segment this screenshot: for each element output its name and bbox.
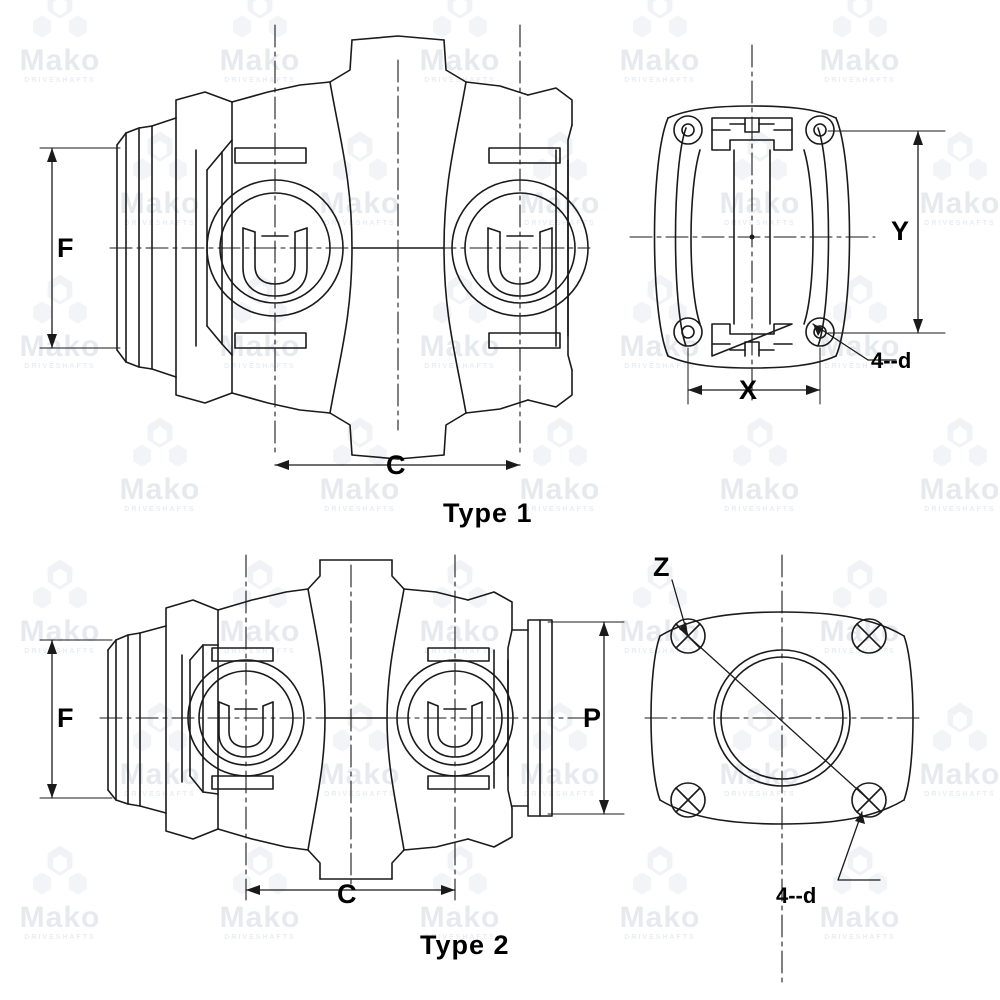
- callout-label-holes-type2: 4--d: [776, 883, 817, 908]
- type2-dim-F: [39, 639, 113, 799]
- dim-label-F-type2: F: [57, 703, 74, 733]
- type2-dim-P: [547, 621, 625, 815]
- caption-type-2: Type 2: [420, 930, 510, 960]
- dim-label-X: X: [739, 375, 758, 405]
- callout-label-holes-type1: 4--d: [871, 348, 912, 373]
- dim-label-F-type1: F: [57, 233, 74, 263]
- type1-side-geometry: [109, 24, 591, 460]
- type1-dim-F: [39, 147, 121, 349]
- type1-end-geometry: [629, 44, 876, 401]
- type1-dim-X: [687, 347, 821, 405]
- type2-side-geometry: [99, 554, 601, 901]
- dim-label-C-type1: C: [386, 450, 406, 480]
- dim-label-Y: Y: [891, 216, 910, 246]
- type1-holes-leader: [812, 323, 897, 361]
- type2-end-geometry: [644, 554, 921, 986]
- type1-dim-C: [274, 460, 521, 470]
- dim-label-P: P: [583, 703, 602, 733]
- type1-dim-Y: [827, 130, 946, 334]
- type2-holes-leader: [837, 811, 881, 881]
- dim-label-Z: Z: [653, 552, 670, 582]
- caption-type-1: Type 1: [443, 498, 533, 528]
- dim-label-C-type2: C: [337, 879, 357, 909]
